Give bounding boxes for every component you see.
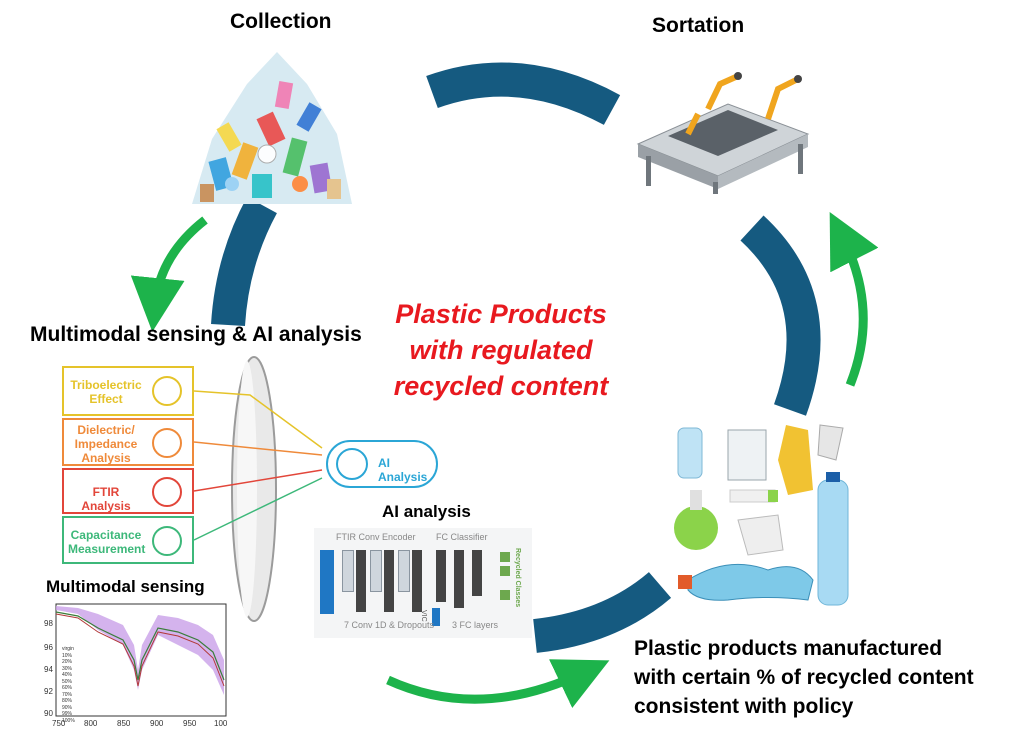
sensing-title: Multimodal sensing <box>46 577 205 596</box>
arrow-collection-to-sensing <box>130 216 208 332</box>
ftir-icon <box>152 477 182 507</box>
legend-item: 60% <box>62 685 73 691</box>
x-tick-800: 800 <box>84 719 98 728</box>
manufactured-title: Plastic products manufactured with certa… <box>634 634 974 721</box>
x-tick-750: 750 <box>52 719 66 728</box>
legend-item: 20% <box>62 659 73 665</box>
nn-fc-layer <box>472 550 482 596</box>
center-line-1: Plastic Products <box>395 299 607 329</box>
legend-item: 100% <box>62 717 75 724</box>
nn-fc-layer <box>436 550 446 602</box>
sortation-title: Sortation <box>652 14 745 37</box>
center-line-2: with regulated <box>409 335 593 365</box>
ai-analysis-node: AI Analysis <box>326 440 438 488</box>
y-tick-96: 96 <box>44 643 53 652</box>
sorting-machine-image <box>636 72 810 194</box>
sensor-label-ftir: FTIR Analysis <box>81 485 131 513</box>
legend-item: 40% <box>62 672 73 678</box>
sensor-box-dielectric: Dielectric/ Impedance Analysis <box>62 418 194 466</box>
cycle-arc-top <box>426 62 621 126</box>
nn-input-bar <box>320 550 334 614</box>
x-tick-850: 850 <box>117 719 131 728</box>
spectrum-line <box>55 613 225 687</box>
nn-output-node <box>500 552 510 562</box>
sensor-box-ftir: FTIR Analysis <box>62 468 194 514</box>
legend-item: 30% <box>62 665 73 672</box>
y-tick-90: 90 <box>44 709 53 718</box>
nn-output-node <box>500 590 510 600</box>
nn-encoder-caption: 7 Conv 1D & Dropouts <box>344 620 435 630</box>
nn-classifier-caption: 3 FC layers <box>452 620 499 630</box>
spectrum-chart <box>55 603 227 717</box>
nn-encoder-title: FTIR Conv Encoder <box>336 532 416 542</box>
sensor-box-triboelectric: Triboelectric Effect <box>62 366 194 416</box>
y-tick-98: 98 <box>44 619 53 628</box>
plastic-pile-image <box>192 52 352 204</box>
manufactured-line-2: with certain % of recycled content <box>634 666 974 689</box>
center-line-3: recycled content <box>393 371 609 401</box>
nn-conv-block <box>398 550 410 592</box>
nn-diagram: FTIR Conv Encoder FC Classifier Recycled… <box>314 528 532 638</box>
legend-item: virgin <box>62 646 74 652</box>
nn-conv-layer <box>356 550 366 612</box>
sensing-ai-title: Multimodal sensing & AI analysis <box>30 323 362 346</box>
spectrum-line <box>55 611 225 681</box>
center-title: Plastic Products with regulated recycled… <box>368 296 634 404</box>
ai-node-label: AI Analysis <box>378 456 428 484</box>
legend-item: 99% <box>62 711 73 717</box>
sensor-box-capacitance: Capacitance Measurement <box>62 516 194 564</box>
nn-vic-input <box>432 608 440 626</box>
nn-vic-label: VIC <box>420 610 427 622</box>
sensor-label-dielectric: Dielectric/ Impedance Analysis <box>74 423 138 465</box>
cycle-arc-right <box>740 215 821 416</box>
sensor-label-capacitance: Capacitance Measurement <box>68 528 146 556</box>
nn-conv-block <box>342 550 354 592</box>
arrow-sensing-to-products <box>386 659 610 708</box>
legend-item: 50% <box>62 678 73 685</box>
plastic-products-image <box>674 424 849 606</box>
y-tick-94: 94 <box>44 665 53 674</box>
lens-shape <box>231 356 277 622</box>
triboelectric-icon <box>152 376 182 406</box>
manufactured-line-3: consistent with policy <box>634 695 854 718</box>
neural-network-icon <box>336 448 368 480</box>
x-tick-950: 950 <box>183 719 197 728</box>
x-tick-100: 100 <box>214 719 228 728</box>
nn-output-label: Recycled Classes <box>514 548 521 608</box>
nn-conv-block <box>370 550 382 592</box>
nn-conv-layer <box>412 550 422 612</box>
y-tick-92: 92 <box>44 687 53 696</box>
capacitance-icon <box>152 526 182 556</box>
legend-item: 80% <box>62 698 73 704</box>
legend-item: 90% <box>62 704 73 711</box>
nn-conv-layer <box>384 550 394 612</box>
cycle-arc-bottom <box>532 571 672 653</box>
legend-item: 70% <box>62 691 73 698</box>
manufactured-line-1: Plastic products manufactured <box>634 637 943 660</box>
x-tick-900: 900 <box>150 719 164 728</box>
spectrum-legend: virgin 10% 20% 30% 40% 50% 60% 70% 80% 9… <box>62 646 75 724</box>
legend-item: 10% <box>62 652 73 659</box>
sensor-label-triboelectric: Triboelectric Effect <box>70 378 142 406</box>
ai-analysis-title: AI analysis <box>382 502 471 521</box>
nn-output-node <box>500 566 510 576</box>
nn-fc-layer <box>454 550 464 608</box>
collection-title: Collection <box>230 10 332 33</box>
nn-classifier-title: FC Classifier <box>436 532 488 542</box>
arrow-products-to-sortation <box>829 211 879 387</box>
cycle-arc-left <box>211 196 278 327</box>
impedance-icon <box>152 428 182 458</box>
